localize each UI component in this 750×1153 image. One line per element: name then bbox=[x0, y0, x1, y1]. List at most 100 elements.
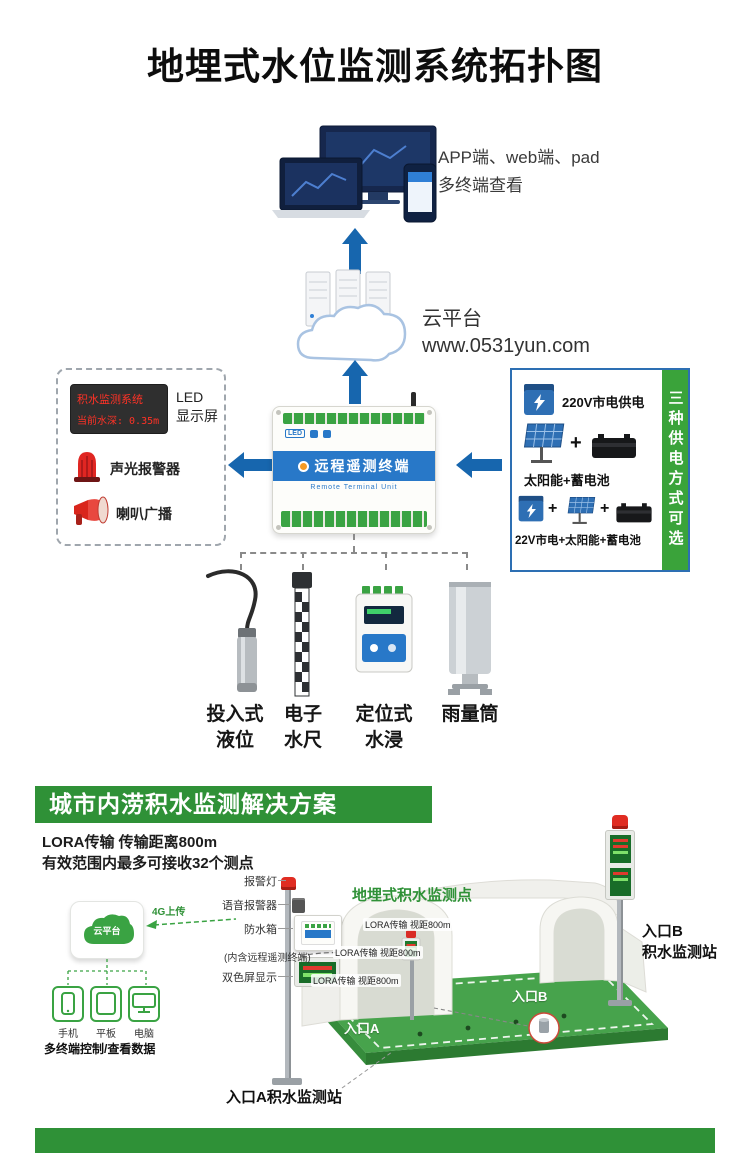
station-b-display bbox=[605, 830, 635, 900]
arrow-up-icon bbox=[342, 360, 368, 404]
led-screen-line2: 当前水深: 0.35m bbox=[77, 416, 160, 427]
lora-range-line1: LORA传输 传输距离800m bbox=[42, 834, 218, 851]
electronic-water-gauge-icon bbox=[292, 572, 312, 697]
terminals-caption-line1: APP端、web端、pad bbox=[438, 148, 600, 167]
led-display-screen: 积水监测系统 当前水深: 0.35m bbox=[70, 384, 168, 434]
sensor-label-gauge: 电子 水尺 bbox=[272, 702, 334, 754]
cloud-server-illustration bbox=[292, 268, 412, 369]
lora-link-label-3: LORA传输 视距800m bbox=[311, 974, 401, 987]
connector-line bbox=[385, 552, 387, 570]
tablet-icon bbox=[96, 992, 116, 1015]
terminal-connector-lines bbox=[67, 959, 147, 985]
monitoring-point-label: 地埋式积水监测点 bbox=[352, 887, 473, 904]
beacon-icon bbox=[612, 815, 628, 829]
battery-icon bbox=[592, 434, 636, 458]
arrow-left-icon bbox=[228, 452, 272, 478]
led-display-label: LED 显示屏 bbox=[176, 388, 218, 426]
rtu-bottom-terminals bbox=[281, 511, 427, 527]
sensor3-line2: 水浸 bbox=[364, 730, 403, 751]
alarm-beacon-icon bbox=[74, 452, 100, 482]
station-a-label: 入口A积水监测站 bbox=[226, 1089, 342, 1106]
sensor2-line1: 电子 bbox=[283, 704, 322, 725]
connector-line bbox=[240, 552, 468, 554]
phone-tile bbox=[52, 986, 84, 1022]
cloud-label: 云平台 bbox=[422, 308, 482, 330]
arrow-up-icon bbox=[342, 228, 368, 274]
sensor-label-rain: 雨量筒 bbox=[441, 704, 499, 725]
tablet-tile bbox=[90, 986, 122, 1022]
battery-icon bbox=[616, 503, 652, 523]
leader-line bbox=[278, 928, 293, 929]
antenna-icon bbox=[411, 392, 416, 410]
voice-alarm-speaker-icon bbox=[292, 898, 305, 913]
sensor3-line1: 定位式 bbox=[355, 704, 413, 725]
entrance-a-pole bbox=[410, 946, 414, 1020]
phone-label: 手机 bbox=[58, 1029, 78, 1040]
connector-line bbox=[353, 534, 355, 552]
brand-logo-icon bbox=[297, 460, 309, 472]
terminals-caption: APP端、web端、pad 多终端查看 bbox=[438, 144, 600, 200]
power-option1-label: 220V市电供电 bbox=[562, 395, 645, 410]
screw-icon bbox=[276, 410, 281, 415]
cloud-platform-tile: 云平台 bbox=[70, 901, 144, 959]
power-side-strip: 三种供电方式可选 bbox=[662, 370, 688, 570]
led-label-line2: 显示屏 bbox=[176, 408, 218, 424]
rtu-name: 远程遥测终端 bbox=[314, 458, 411, 474]
computer-icon bbox=[132, 993, 156, 1013]
dual-color-screen bbox=[294, 957, 340, 987]
waterproof-box-note: (内含远程遥测终端) bbox=[224, 953, 311, 964]
rtu-led-badge: LED bbox=[285, 429, 305, 438]
solar-panel-icon bbox=[523, 423, 565, 463]
led-screen-line1: 积水监测系统 bbox=[77, 393, 143, 406]
solar-panel-icon bbox=[567, 497, 596, 524]
cloud-url: www.0531yun.com bbox=[422, 335, 590, 357]
sensor1-line1: 投入式 bbox=[206, 704, 264, 725]
connector-line bbox=[240, 552, 242, 570]
screw-icon bbox=[427, 410, 432, 415]
server-cloud-icon bbox=[296, 269, 407, 362]
station-b-label-line1: 入口B bbox=[642, 923, 683, 940]
solution-banner: 城市内涝积水监测解决方案 bbox=[35, 786, 432, 823]
mains-transformer-icon bbox=[524, 384, 554, 415]
water-immersion-sensor-icon bbox=[355, 586, 413, 673]
sensor2-line2: 水尺 bbox=[283, 730, 322, 751]
rtu-body: LED 远程遥测终端 Remote Terminal Unit bbox=[272, 406, 436, 534]
led-label-line1: LED bbox=[176, 389, 204, 405]
monitor-laptop-phone-icon bbox=[272, 125, 437, 223]
plus-sign: + bbox=[570, 432, 582, 454]
megaphone-icon bbox=[74, 496, 109, 525]
lora-range-line2: 有效范围内最多可接收32个测点 bbox=[42, 855, 254, 872]
devices-illustration bbox=[272, 124, 442, 229]
station-a-pole bbox=[285, 890, 291, 1082]
speaker-label: 喇叭广播 bbox=[116, 506, 172, 522]
connector-line bbox=[302, 552, 304, 570]
station-b-label-line2: 积水监测站 bbox=[642, 944, 718, 961]
connector-line bbox=[466, 552, 468, 570]
power-option2-label: 太阳能+蓄电池 bbox=[524, 473, 610, 488]
rtu-port-icon bbox=[310, 429, 318, 438]
lora-link-label-1: LORA传输 视距800m bbox=[363, 918, 453, 931]
upload-arrow-icon bbox=[146, 918, 237, 929]
arrow-left-icon bbox=[456, 452, 502, 478]
station-b-screen-top bbox=[610, 835, 631, 863]
alarm-light-label: 报警灯 bbox=[244, 876, 277, 888]
screw-icon bbox=[276, 525, 281, 530]
terminals-caption-line2: 多终端查看 bbox=[438, 176, 523, 195]
power-options-group: 三种供电方式可选 220V市电供电 + 太阳能+蓄电池 bbox=[510, 368, 690, 572]
power-side-label: 三种供电方式可选 bbox=[666, 390, 684, 550]
station-b-screen-bottom bbox=[610, 868, 631, 896]
rain-gauge-icon bbox=[448, 582, 492, 695]
waterproof-box bbox=[294, 915, 342, 951]
phone-icon bbox=[61, 992, 75, 1015]
sensor-label-immersion: 定位式 水浸 bbox=[350, 702, 418, 754]
rtu-name-en: Remote Terminal Unit bbox=[310, 484, 398, 491]
voice-alarm-label: 语音报警器 bbox=[222, 900, 277, 912]
plus-sign: + bbox=[548, 500, 558, 517]
rtu-name-band: 远程遥测终端 bbox=[273, 451, 435, 481]
leader-line bbox=[278, 976, 293, 977]
green-cloud-icon bbox=[84, 914, 134, 944]
entrance-b-platform-label: 入口B bbox=[512, 989, 548, 1004]
computer-tile bbox=[128, 986, 160, 1022]
station-b-pole bbox=[617, 900, 623, 1002]
